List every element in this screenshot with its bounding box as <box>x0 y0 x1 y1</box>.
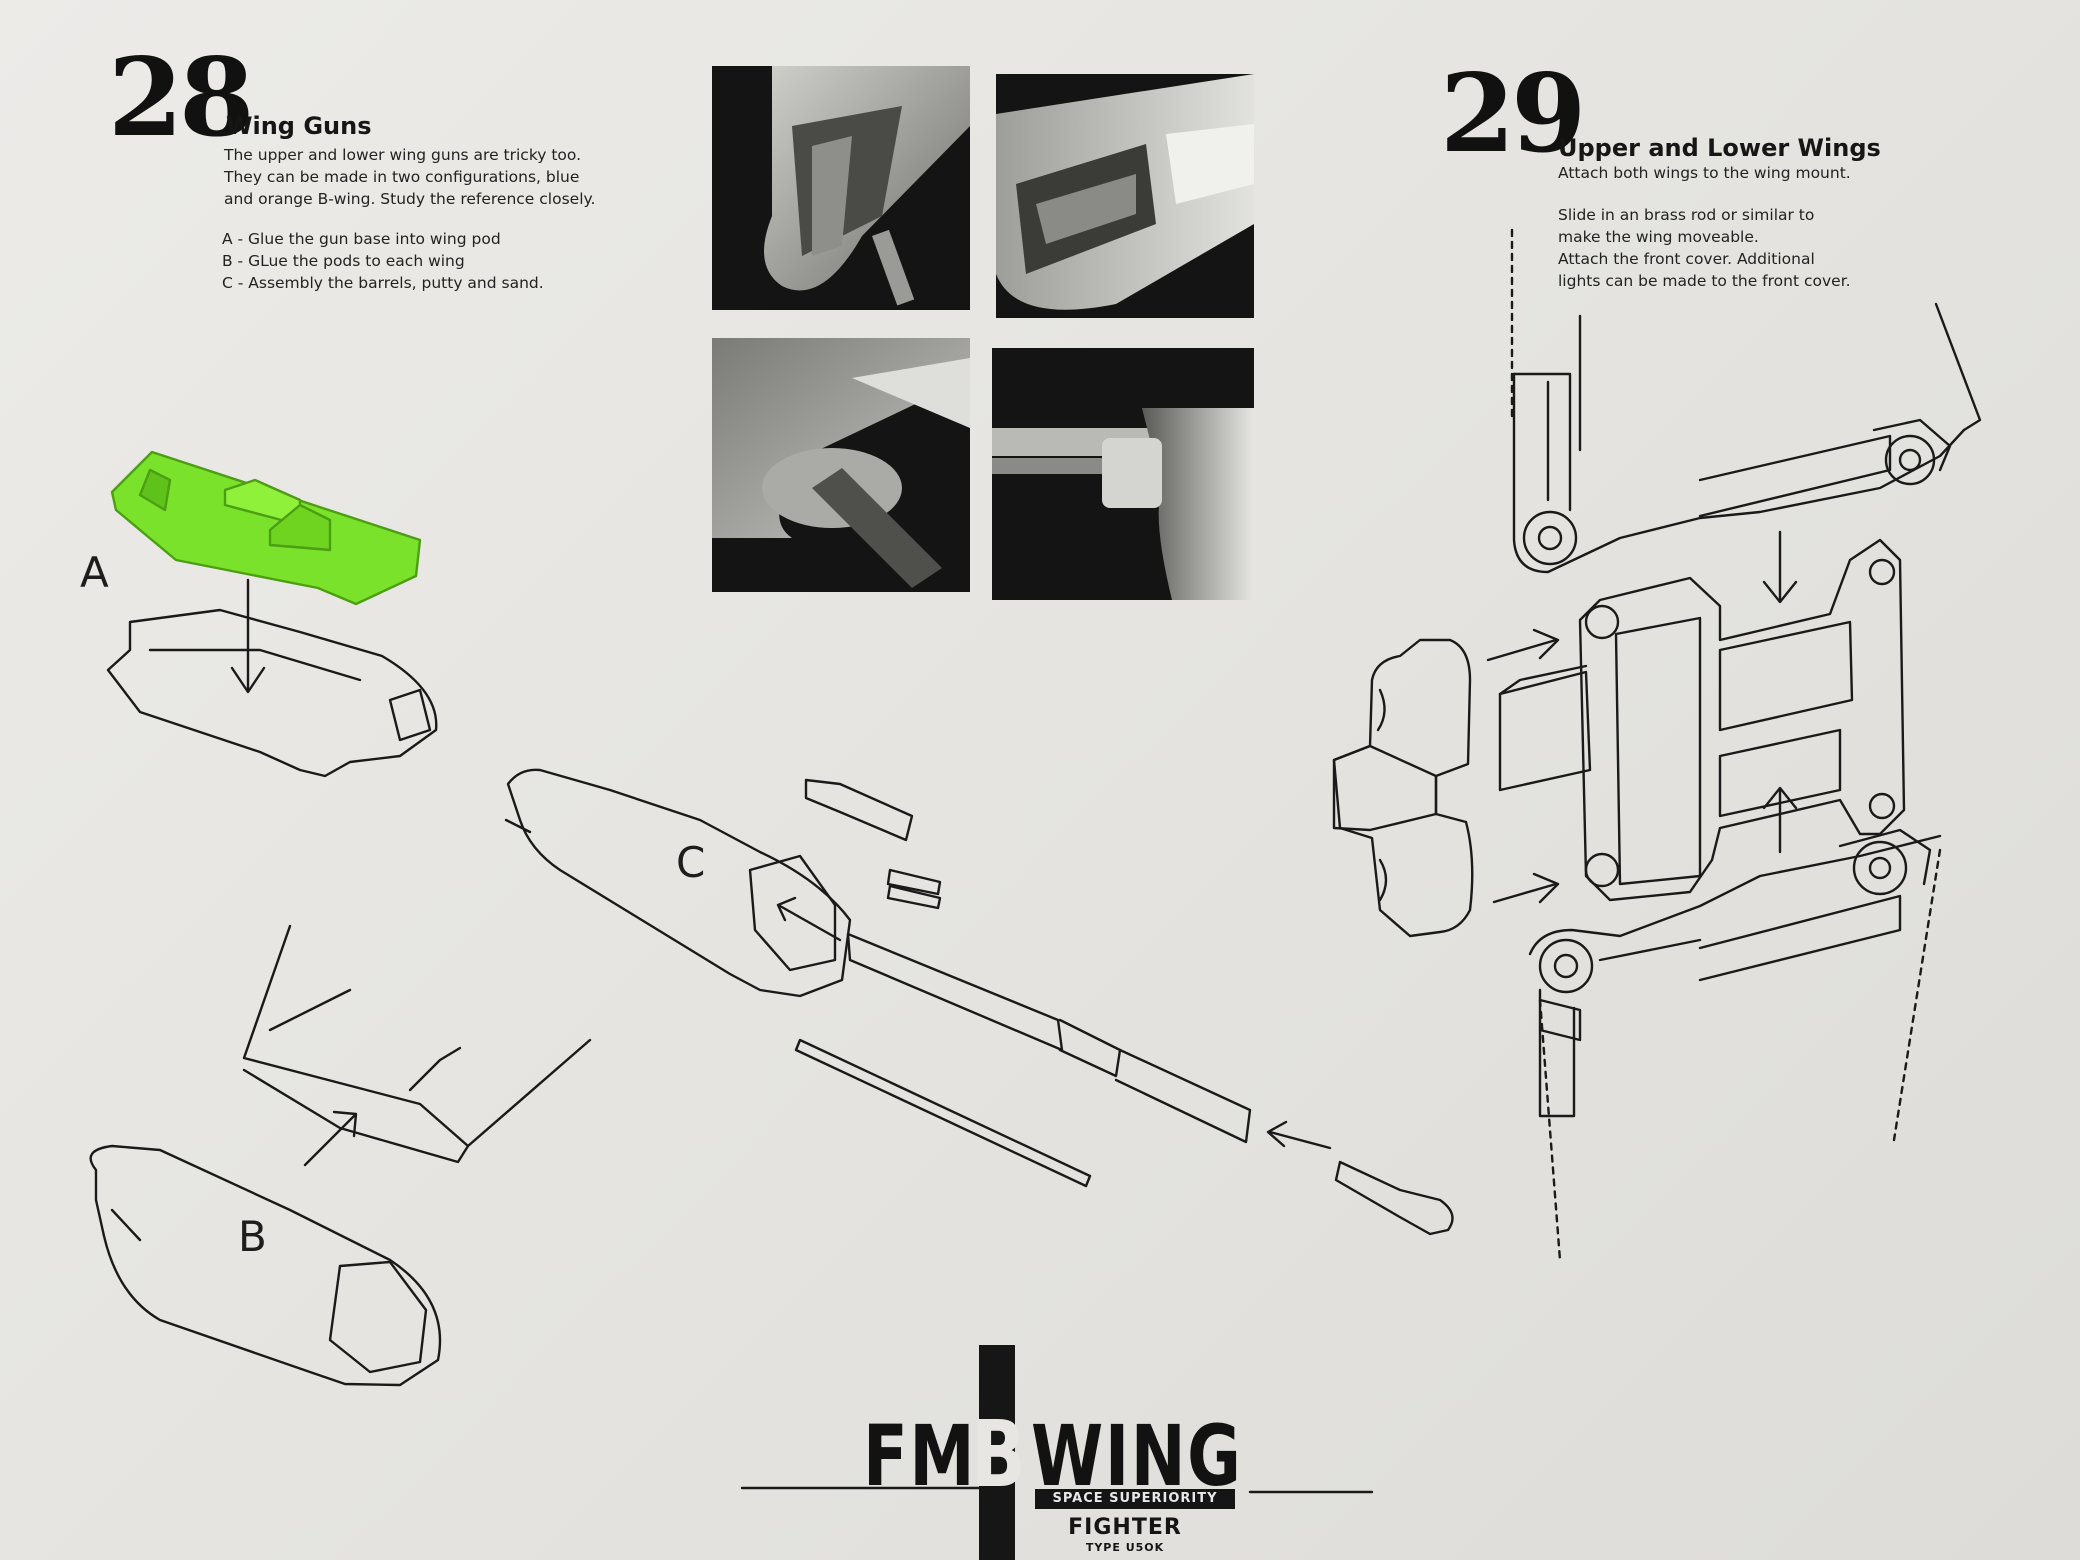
lower-wing <box>1528 828 1942 1118</box>
logo-b: B <box>971 1401 1028 1508</box>
logo-tagline: SPACE SUPERIORITY <box>1035 1489 1235 1509</box>
logo-type: TYPE U5OK <box>1085 1541 1165 1554</box>
arrow-b <box>303 1113 357 1167</box>
gun-tip <box>1334 1160 1454 1236</box>
instruction-lights: lights can be made to the front cover. <box>1558 272 1851 290</box>
fm-bwing-logo: FM B WING SPACE SUPERIORITY FIGHTER TYPE… <box>735 1345 1385 1560</box>
reference-photos <box>712 66 1254 600</box>
logo-wing: WING <box>1031 1407 1243 1505</box>
wing-mount <box>1498 538 1906 902</box>
step-28-number: 28 <box>108 35 254 161</box>
instruction-cover: Attach the front cover. Additional <box>1558 250 1815 268</box>
instruction-rod: Slide in an brass rod or similar to <box>1558 206 1815 224</box>
reference-photo-2 <box>996 74 1254 318</box>
step-29-number: 29 <box>1440 51 1586 177</box>
instruction-c: C - Assembly the barrels, putty and sand… <box>222 274 544 292</box>
gun-barrel-main <box>846 932 1252 1144</box>
logo-fighter: FIGHTER <box>1068 1515 1182 1540</box>
step-29-description: Attach both wings to the wing mount. <box>1558 164 1851 182</box>
logo-bar <box>979 1345 1015 1560</box>
step-28-instructions: A - Glue the gun base into wing pod B - … <box>222 228 544 294</box>
wing-pod-b <box>89 1144 442 1387</box>
front-cover <box>1332 638 1474 938</box>
wing-edge-b <box>242 924 592 1164</box>
part-label-c: C <box>676 838 706 887</box>
arrow-c-pod <box>778 904 842 942</box>
reference-photo-3 <box>712 338 970 592</box>
instruction-moveable: make the wing moveable. <box>1558 228 1759 246</box>
gun-barrel-thin <box>794 1038 1092 1188</box>
reference-photo-1 <box>712 66 970 310</box>
arrow-right-bottom <box>1492 882 1558 904</box>
part-label-a: A <box>80 548 109 597</box>
part-label-b: B <box>238 1212 267 1261</box>
step-28-title: Wing Guns <box>226 112 372 140</box>
instruction-b: B - GLue the pods to each wing <box>222 252 465 270</box>
arrow-right-top <box>1486 638 1558 662</box>
guide-left-bottom <box>1538 998 1562 1262</box>
upper-wing <box>1512 302 1982 574</box>
guide-right-bottom <box>1892 848 1942 1142</box>
wing-pod-c <box>504 768 852 998</box>
instruction-a: A - Glue the gun base into wing pod <box>222 230 501 248</box>
reference-photo-4 <box>992 348 1254 600</box>
step-28-description: The upper and lower wing guns are tricky… <box>224 146 596 208</box>
step-29-title: Upper and Lower Wings <box>1558 134 1881 162</box>
small-parts <box>804 778 942 910</box>
arrow-c-barrel <box>1268 1130 1332 1150</box>
logo-fm: FM <box>863 1407 977 1505</box>
step-29-instructions: Slide in an brass rod or similar to make… <box>1558 204 1851 292</box>
wing-pod-a <box>106 608 438 778</box>
gun-base-part <box>110 450 422 606</box>
